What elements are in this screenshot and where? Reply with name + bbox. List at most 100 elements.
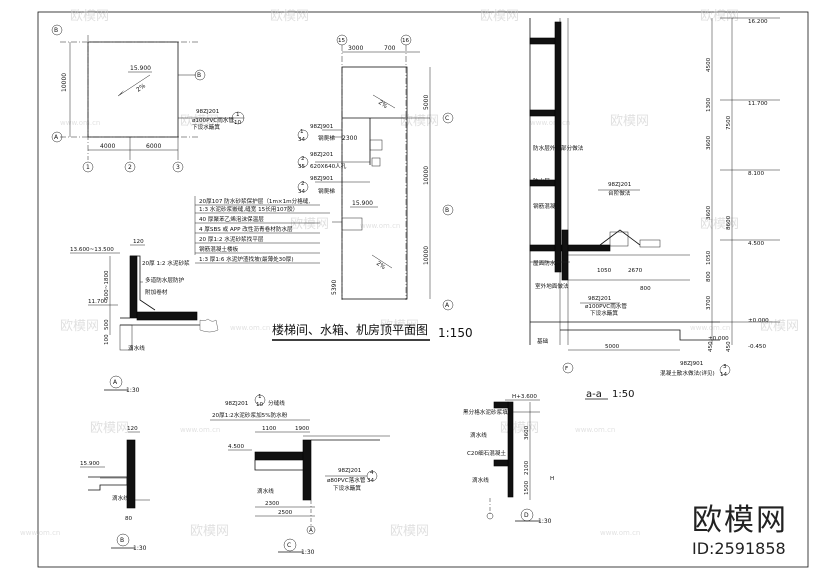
dim-d: 1500	[524, 480, 530, 495]
note-a: 20厚 1:2 水泥砂浆	[142, 259, 190, 267]
note-a: 多道防水层防护	[145, 276, 185, 284]
detail-a-label: A	[113, 379, 118, 386]
mark-h: H	[550, 476, 554, 482]
note-d: 滴水线	[472, 476, 489, 484]
note-c-drip: 滴水线	[257, 487, 274, 495]
watermark-text: 欧模网	[60, 319, 99, 334]
note-d: C20细石混凝土	[467, 449, 506, 457]
watermark-text: 欧模网	[700, 217, 739, 232]
right-dim: 3600	[706, 135, 712, 150]
detail-b-label: B	[120, 537, 124, 544]
axis-15: 15	[338, 38, 346, 44]
section-note: 防水层外露部分做法	[533, 144, 584, 152]
watermark-text: 欧模网	[500, 421, 539, 436]
dim-a: 120	[133, 239, 144, 245]
ref-pipe: ø100PVC雨水管	[192, 116, 234, 124]
ref-c2-num: 4	[370, 470, 374, 476]
ref2-text: ø100PVC雨水管	[585, 302, 627, 310]
right-dim: 1050	[706, 250, 712, 265]
right-dim: 1300	[706, 97, 712, 112]
note-a-drip: 滴水线	[128, 344, 145, 352]
callout-b-stair: B	[445, 207, 449, 214]
note-b-drip: 滴水线	[112, 494, 129, 502]
axis-f: F	[565, 366, 568, 372]
axis-3: 3	[176, 164, 180, 171]
grid-label-a: A	[54, 134, 59, 141]
section-note: 屋面防水	[533, 259, 556, 267]
slope-stair: 2%	[377, 99, 389, 110]
elev-label: 15.900	[130, 65, 151, 72]
elev-aa: 16.200	[748, 19, 768, 25]
axis-c: A	[309, 528, 313, 534]
watermark-url: www.om.cn	[230, 324, 270, 332]
detail-d-label: D	[524, 512, 529, 519]
watermark-url: www.om.cn	[575, 426, 615, 434]
mid-dim: 1050	[597, 268, 612, 274]
ref-a-num: 1	[300, 129, 304, 135]
ref-a-den: 34	[298, 137, 306, 143]
watermark-layer: 欧模网 欧模网 欧模网 欧模网 欧模网 欧模网 欧模网 www.om.cn ww…	[20, 9, 799, 539]
elev-aa: 4.500	[748, 241, 764, 247]
section-note: 钢筋混凝土	[533, 202, 561, 210]
dim-total: 10000	[61, 73, 68, 92]
ref2-text2: 下设水簸箕	[590, 309, 618, 317]
note-line: 钢筋混凝土楼板	[199, 245, 239, 253]
detail-c-scale: 1:30	[301, 549, 315, 556]
brand-name: 欧模网	[692, 503, 788, 538]
watermark-text: 欧模网	[270, 9, 309, 24]
dim-right: 6000	[146, 143, 161, 150]
ref-c2-text2: 下设水簸箕	[333, 484, 361, 492]
dim-700: 700	[384, 45, 396, 52]
axis-1: 1	[86, 164, 90, 171]
ref-c-code: 98ZJ901	[310, 176, 334, 182]
right-dim: 8600	[726, 215, 732, 230]
note-d: 滴水线	[470, 431, 487, 439]
callout-c: C	[445, 115, 449, 122]
dim-a: 500~1800	[104, 270, 110, 300]
note-a: 附加卷材	[145, 288, 168, 296]
note-line: 1:3 水泥砂浆嵌缝,缝宽 15长用107胶）	[199, 205, 298, 213]
ref-c-text: 钢爬梯	[318, 187, 335, 195]
dim-d: 3600	[524, 425, 530, 440]
plan-title: 楼梯间、水箱、机房顶平面图	[272, 322, 428, 337]
detail-a-scale: 1:30	[126, 387, 140, 394]
ref-c2-text: ø80PVC落水管	[327, 476, 366, 484]
dim-10000-b: 10000	[423, 246, 430, 265]
right-dim: 7500	[726, 115, 732, 130]
ref-c-den: 34	[298, 189, 306, 195]
ref-c-den: 10	[256, 402, 264, 408]
mid-dim: 800	[640, 286, 651, 292]
dim-a: 500	[104, 319, 110, 330]
elev-d: H+3.600	[512, 394, 537, 400]
ref-b-code: 98ZJ201	[310, 152, 334, 158]
watermark-text: 欧模网	[610, 114, 649, 129]
dim-b: 80	[125, 516, 133, 522]
right-dim: 3700	[706, 295, 712, 310]
dim-5390: 5390	[331, 280, 338, 295]
elev-c: 4.500	[228, 444, 244, 450]
watermark-url: www.om.cn	[690, 324, 730, 332]
watermark-text: 欧模网	[190, 524, 229, 539]
elev-aa: ±0.000	[708, 336, 729, 342]
elev-a2: 11.700	[88, 299, 108, 305]
note-d: 黑分格水泥砂浆填缝	[463, 408, 514, 416]
dim-c: 2500	[278, 510, 293, 516]
section-aa: 1050 2670 800 防水层外露部分做法 防水层 钢筋混凝土 屋面防水 基…	[529, 17, 780, 400]
elev-aa: -0.450	[748, 344, 766, 350]
ref-b-text: 620X640人孔	[310, 162, 347, 170]
callout-a-stair: A	[445, 302, 450, 309]
detail-d: H+3.600 3600 2100 1500 黑分格水泥砂浆填缝 滴水线 C20…	[463, 394, 554, 525]
dim-3000: 3000	[348, 45, 363, 52]
roof-construction-notes: 20厚107 防水砂浆保护层（1m×1m分格缝, 1:3 水泥砂浆嵌缝,缝宽 1…	[194, 196, 330, 264]
right-dim: 3600	[706, 205, 712, 220]
mid-dim: 2670	[628, 268, 643, 274]
dim-c: 1100	[262, 426, 277, 432]
dim-c: 1900	[295, 426, 310, 432]
right-dim: 450	[726, 341, 732, 352]
watermark-text: 欧模网	[760, 319, 799, 334]
watermark-text: 欧模网	[700, 9, 739, 24]
watermark-text: 欧模网	[70, 9, 109, 24]
ref-c-num: 2	[301, 181, 305, 187]
